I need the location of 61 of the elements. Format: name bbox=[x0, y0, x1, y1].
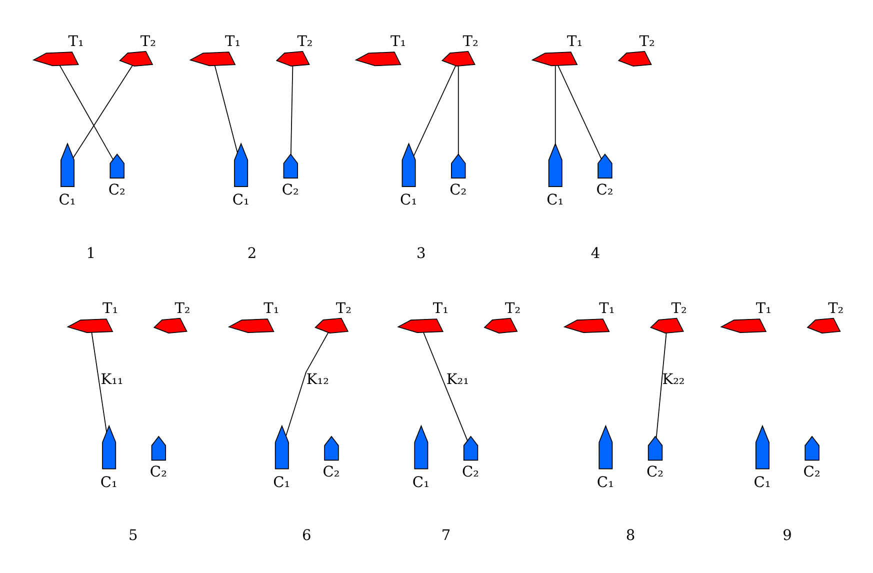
node-label: C₂ bbox=[108, 180, 126, 198]
connector bbox=[91, 332, 107, 432]
node-label: C₁ bbox=[100, 473, 118, 490]
node-label: C₁ bbox=[58, 191, 76, 208]
node-label: T₂ bbox=[174, 299, 190, 316]
connector bbox=[558, 64, 602, 159]
node-label: C₂ bbox=[150, 463, 167, 480]
node-label: C₁ bbox=[400, 191, 418, 208]
node-label: T₂ bbox=[828, 299, 844, 316]
node-label: T₁ bbox=[756, 299, 772, 316]
node-label: C₂ bbox=[282, 180, 299, 198]
node-label: T₂ bbox=[671, 299, 687, 316]
connector bbox=[286, 332, 329, 436]
edge-label: K₂₂ bbox=[662, 370, 685, 388]
node-label: T₁ bbox=[68, 32, 84, 50]
node-label: T₁ bbox=[432, 299, 448, 316]
node-label: T₂ bbox=[336, 299, 352, 316]
node-label: T₂ bbox=[297, 32, 313, 50]
node-label: T₁ bbox=[599, 299, 615, 316]
node-label: C₁ bbox=[546, 191, 564, 208]
node-label: C₁ bbox=[754, 473, 771, 490]
node-label: T₂ bbox=[639, 32, 655, 50]
node-label: T₁ bbox=[567, 32, 583, 50]
node-label: T₂ bbox=[140, 32, 156, 50]
label: 8 bbox=[626, 526, 636, 544]
node-label: C₂ bbox=[596, 180, 614, 198]
label: 1 bbox=[86, 244, 96, 262]
connector bbox=[413, 64, 456, 156]
connector bbox=[554, 64, 556, 146]
connector bbox=[214, 64, 238, 153]
node-label: C₂ bbox=[646, 463, 664, 480]
node-label: C₁ bbox=[596, 473, 614, 490]
connector bbox=[423, 332, 468, 441]
label: 9 bbox=[782, 526, 792, 544]
label: 7 bbox=[441, 526, 451, 544]
connector bbox=[72, 64, 133, 158]
label: 6 bbox=[302, 526, 312, 544]
node-label: T₁ bbox=[264, 299, 280, 316]
connector bbox=[656, 332, 667, 438]
node-label: T₂ bbox=[462, 32, 478, 50]
node-label: T₁ bbox=[390, 32, 406, 50]
connector bbox=[290, 65, 294, 156]
edge-label: K₂₁ bbox=[446, 370, 469, 388]
label: 3 bbox=[416, 244, 426, 262]
connector bbox=[458, 65, 459, 156]
node-label: C₁ bbox=[232, 191, 250, 208]
connector bbox=[59, 64, 114, 160]
node-label: C₂ bbox=[462, 463, 480, 480]
node-label: T₂ bbox=[505, 299, 521, 316]
node-label: C₁ bbox=[412, 473, 430, 490]
edge-label: K₁₂ bbox=[306, 370, 329, 388]
label: 4 bbox=[590, 244, 600, 262]
label: 2 bbox=[247, 244, 257, 262]
node-label: C₂ bbox=[450, 180, 467, 198]
label: 5 bbox=[128, 526, 138, 544]
node-label: C₁ bbox=[273, 473, 290, 490]
node-label: T₁ bbox=[225, 32, 241, 50]
node-label: C₂ bbox=[322, 463, 340, 480]
edge-label: K₁₁ bbox=[100, 370, 124, 388]
node-label: C₂ bbox=[803, 463, 820, 480]
node-label: T₁ bbox=[102, 299, 118, 316]
